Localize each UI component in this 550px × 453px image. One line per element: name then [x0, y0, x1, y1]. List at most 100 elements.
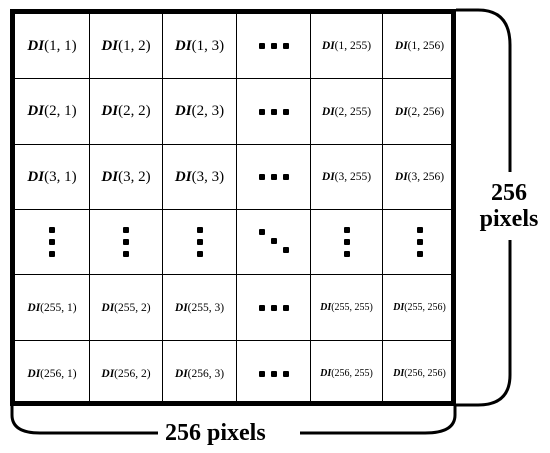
cell-index: (1, 1) [44, 37, 77, 54]
ellipsis-dot [282, 304, 289, 311]
cell-label: DI(1, 3) [175, 38, 224, 55]
cell-prefix: DI [394, 40, 408, 52]
grid-cell: DI(3, 256) [383, 145, 456, 210]
ellipsis-dot [270, 238, 277, 244]
grid-cell [311, 210, 383, 275]
cell-prefix: DI [174, 103, 192, 119]
horizontal-ellipsis-icon [258, 108, 289, 115]
cell-prefix: DI [27, 301, 41, 314]
grid-cell: DI(255, 1) [15, 275, 90, 341]
cell-index: (2, 2) [118, 103, 151, 119]
cell-label: DI(255, 255) [320, 302, 373, 313]
cell-prefix: DI [101, 168, 119, 185]
grid-cell: DI(2, 256) [383, 79, 456, 145]
ellipsis-dot [282, 108, 289, 115]
ellipsis-dot [270, 43, 277, 49]
grid-cell: DI(3, 255) [311, 145, 383, 210]
height-label-value: 256 [491, 180, 527, 206]
grid-cell: DI(255, 2) [90, 275, 163, 341]
cell-index: (2, 1) [44, 103, 77, 119]
vertical-ellipsis-icon [343, 227, 350, 257]
cell-label: DI(1, 255) [322, 40, 371, 52]
ellipsis-dot [282, 247, 289, 253]
width-brace-left [10, 406, 158, 435]
cell-prefix: DI [393, 302, 405, 313]
grid-cell [90, 210, 163, 275]
horizontal-ellipsis-icon [258, 370, 289, 377]
grid-cell: DI(2, 255) [311, 79, 383, 145]
grid-cell: DI(2, 2) [90, 79, 163, 145]
horizontal-ellipsis-icon [258, 304, 289, 311]
cell-index: (255, 256) [404, 302, 446, 313]
grid-cell: DI(1, 256) [383, 14, 456, 79]
ellipsis-dot [343, 251, 350, 257]
horizontal-ellipsis-icon [258, 174, 289, 180]
cell-index: (1, 3) [191, 37, 225, 54]
height-label-unit: pixels [479, 206, 539, 233]
grid-cell [237, 341, 311, 406]
ellipsis-dot [282, 174, 289, 180]
cell-label: DI(2, 3) [175, 103, 224, 120]
height-label: 256 pixels [470, 180, 548, 233]
cell-prefix: DI [394, 105, 408, 118]
cell-index: (3, 1) [44, 168, 77, 185]
cell-label: DI(2, 2) [101, 103, 150, 120]
cell-prefix: DI [101, 37, 119, 54]
cell-label: DI(2, 255) [322, 106, 371, 118]
cell-index: (255, 3) [187, 301, 225, 314]
ellipsis-dot [123, 251, 129, 257]
cell-index: (3, 3) [191, 168, 225, 185]
ellipsis-dot [49, 251, 55, 257]
cell-label: DI(255, 1) [27, 302, 76, 314]
cell-index: (3, 2) [118, 168, 151, 185]
ellipsis-dot [343, 227, 350, 233]
ellipsis-dot [416, 239, 423, 245]
ellipsis-dot [258, 370, 265, 377]
cell-label: DI(2, 1) [27, 103, 76, 120]
grid-cell [237, 275, 311, 341]
ellipsis-dot [123, 239, 129, 245]
ellipsis-dot [270, 108, 277, 115]
cell-prefix: DI [174, 37, 192, 54]
ellipsis-dot [49, 227, 55, 233]
ellipsis-dot [416, 251, 423, 257]
cell-label: DI(255, 256) [393, 302, 446, 313]
ellipsis-dot [123, 227, 129, 233]
grid-cell [237, 79, 311, 145]
cell-index: (2, 3) [191, 103, 225, 119]
height-brace-lower [456, 240, 512, 407]
grid-cell: DI(256, 2) [90, 341, 163, 406]
cell-prefix: DI [174, 301, 188, 314]
ellipsis-dot [49, 239, 55, 245]
ellipsis-dot [196, 251, 203, 257]
cell-prefix: DI [174, 168, 192, 185]
ellipsis-dot [270, 174, 277, 180]
height-brace [456, 8, 512, 172]
ellipsis-dot [270, 370, 277, 377]
cell-index: (1, 2) [118, 37, 151, 54]
cell-label: DI(1, 1) [27, 38, 76, 55]
cell-label: DI(255, 2) [101, 302, 150, 314]
ellipsis-dot [196, 227, 203, 233]
cell-label: DI(2, 256) [395, 106, 444, 118]
cell-index: (256, 3) [187, 367, 225, 380]
ellipsis-dot [258, 174, 265, 180]
cell-index: (1, 255) [334, 40, 372, 52]
cell-index: (255, 255) [331, 302, 373, 313]
grid-cell: DI(3, 2) [90, 145, 163, 210]
cell-prefix: DI [101, 103, 119, 119]
cell-label: DI(3, 1) [27, 169, 76, 186]
grid-cell: DI(255, 3) [163, 275, 237, 341]
cell-prefix: DI [393, 368, 405, 379]
cell-prefix: DI [27, 103, 45, 119]
cell-index: (2, 255) [334, 105, 372, 118]
ellipsis-dot [416, 227, 423, 233]
grid-cell [383, 210, 456, 275]
cell-index: (256, 255) [331, 368, 373, 379]
grid-cell [15, 210, 90, 275]
cell-index: (1, 256) [407, 40, 445, 52]
cell-label: DI(1, 2) [101, 38, 150, 55]
cell-label: DI(256, 256) [393, 368, 446, 379]
cell-prefix: DI [321, 171, 335, 183]
grid-cell: DI(1, 1) [15, 14, 90, 79]
